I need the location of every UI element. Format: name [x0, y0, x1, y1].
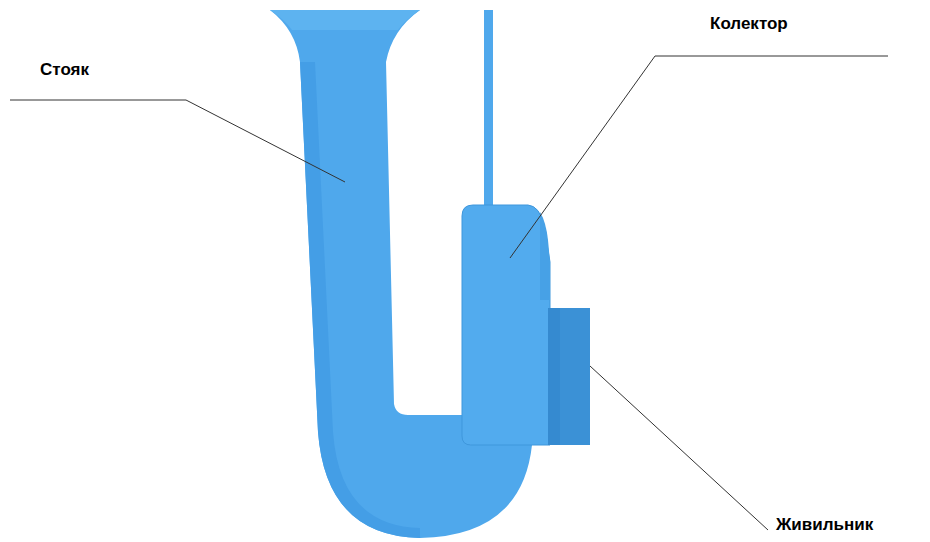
part-label: Колектор	[710, 14, 788, 34]
collector-side	[540, 212, 550, 300]
feeder-shape	[548, 308, 590, 445]
feeder-face	[548, 308, 560, 445]
sprue-shade	[300, 62, 420, 538]
funnel-shade	[270, 10, 420, 30]
part-label: Живильник	[776, 515, 873, 535]
leader-line	[510, 56, 888, 258]
part-label: Стояк	[40, 60, 89, 80]
collector-shape	[462, 205, 550, 445]
leader-line	[10, 100, 345, 182]
leader-line	[590, 366, 768, 530]
rod	[484, 10, 493, 206]
